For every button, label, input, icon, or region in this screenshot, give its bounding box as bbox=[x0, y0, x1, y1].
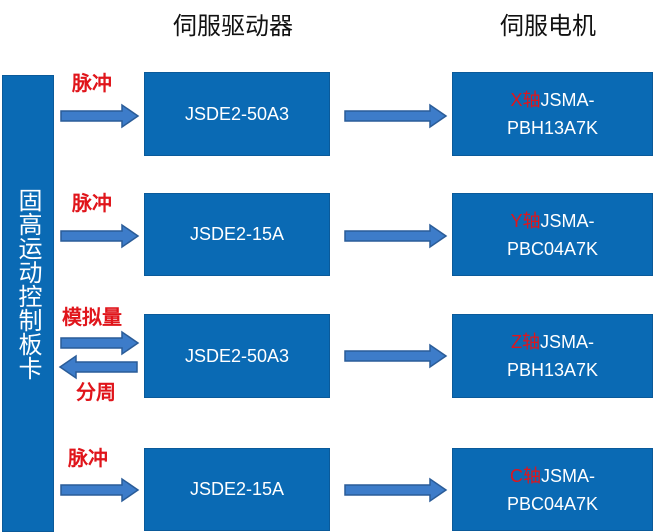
controller-card-block: 固高运动控制板卡 bbox=[2, 75, 54, 532]
drive-box-row3: JSDE2-50A3 bbox=[144, 314, 330, 398]
motor-column-header: 伺服电机 bbox=[500, 12, 596, 40]
arrow-right-icon bbox=[344, 343, 448, 369]
signal-label-row1: 脉冲 bbox=[72, 71, 112, 95]
signal-label-row2: 脉冲 bbox=[72, 191, 112, 215]
arrow-right-icon bbox=[60, 330, 140, 356]
arrow-right-icon bbox=[344, 103, 448, 129]
motor-model-part2-row2: PBC04A7K bbox=[506, 238, 599, 259]
signal-label-row4: 脉冲 bbox=[68, 446, 108, 470]
arrow-right-icon bbox=[60, 223, 140, 249]
drive-box-row2: JSDE2-15A bbox=[144, 193, 330, 276]
drive-box-row1: JSDE2-50A3 bbox=[144, 72, 330, 156]
controller-card-label: 固高运动控制板卡 bbox=[14, 188, 42, 380]
drive-model-row1: JSDE2-50A3 bbox=[184, 103, 290, 124]
axis-label-row1: X轴 bbox=[510, 90, 541, 110]
motor-box-row2: Y轴JSMA- PBC04A7K bbox=[452, 193, 653, 276]
axis-label-row4: C轴 bbox=[510, 465, 541, 486]
motor-model-part1-row2: JSMA- bbox=[540, 210, 595, 231]
arrow-right-icon bbox=[60, 103, 140, 129]
drive-box-row4: JSDE2-15A bbox=[144, 448, 330, 531]
arrow-right-icon bbox=[344, 477, 448, 503]
drive-model-row4: JSDE2-15A bbox=[189, 479, 285, 499]
motor-box-row4: C轴JSMA- PBC04A7K bbox=[452, 448, 653, 531]
motor-box-row1: X轴JSMA- PBH13A7K bbox=[452, 72, 653, 156]
drive-column-header: 伺服驱动器 bbox=[173, 12, 293, 40]
signal-label-row3-out: 模拟量 bbox=[62, 305, 122, 329]
motor-model-part2-row3: PBH13A7K bbox=[506, 360, 599, 380]
motor-box-row3: Z轴JSMA- PBH13A7K bbox=[452, 314, 653, 398]
signal-label-row3-in: 分周 bbox=[76, 380, 116, 404]
axis-label-row3: Z轴 bbox=[511, 332, 540, 352]
drive-model-row2: JSDE2-15A bbox=[189, 224, 285, 244]
arrow-right-icon bbox=[344, 223, 448, 249]
motor-model-part2-row4: PBC04A7K bbox=[506, 493, 599, 514]
motor-model-part1-row4: JSMA- bbox=[541, 465, 595, 486]
motor-model-part2-row1: PBH13A7K bbox=[506, 118, 599, 138]
arrow-left-icon bbox=[58, 354, 138, 380]
motor-model-part1-row1: JSMA- bbox=[540, 90, 595, 110]
axis-label-row2: Y轴 bbox=[510, 210, 541, 231]
arrow-right-icon bbox=[60, 477, 140, 503]
motor-model-part1-row3: JSMA- bbox=[540, 332, 594, 352]
drive-model-row3: JSDE2-50A3 bbox=[184, 345, 290, 366]
